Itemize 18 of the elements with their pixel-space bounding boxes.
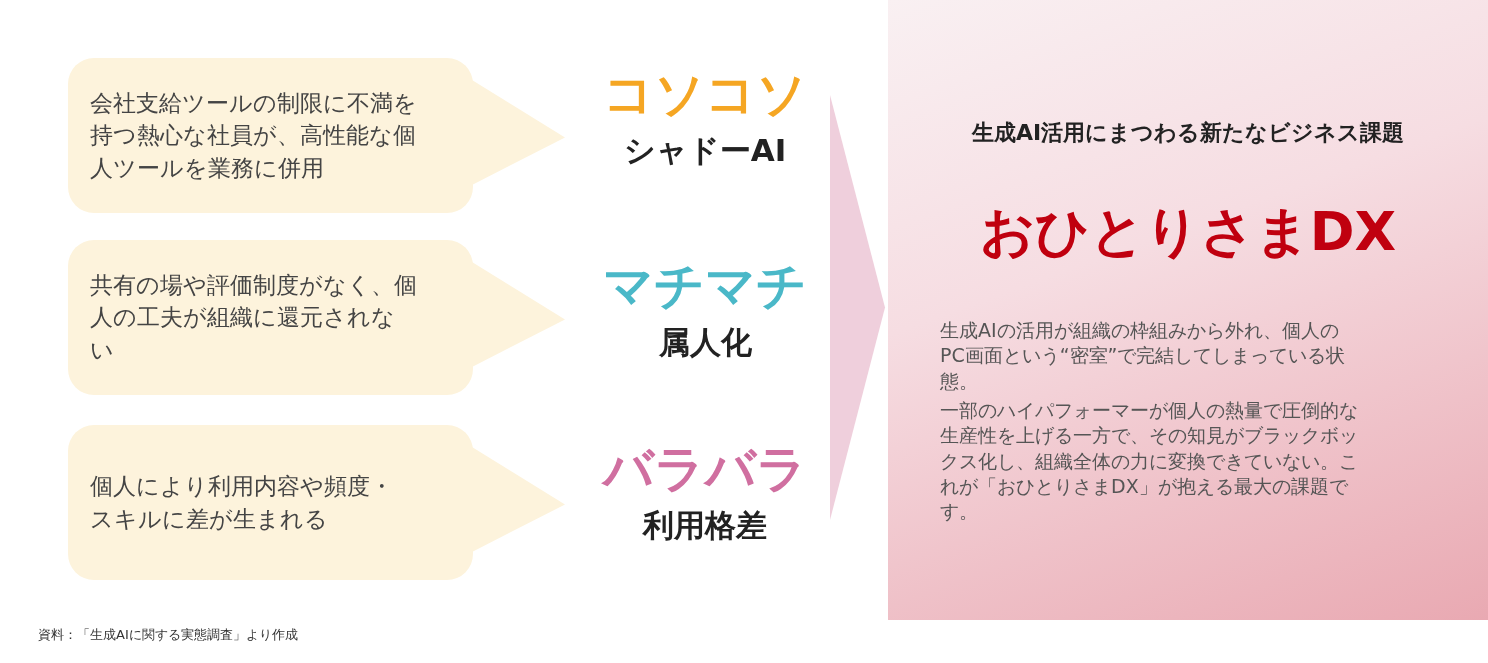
body-paragraph: 生成AIの活用が組織の枠組みから外れ、個人のPC画面という“密室”で完結してしまっている状態。 (940, 318, 1347, 394)
description-text: 会社支給ツールの制限に不満を持つ熱心な社員が、高性能な個人ツールを業務に併用 (90, 89, 418, 183)
main-heading: おひとりさまDX (978, 199, 1398, 265)
description-text: 共有の場や評価制度がなく、個人の工夫が組織に還元されない (90, 271, 418, 365)
keyword-subheading: 属人化 (658, 323, 752, 362)
body-paragraph: 一部のハイパフォーマーが個人の熱量で圧倒的な生産性を上げる一方で、その知見がブラックボックス化し、組織全体の力に変換できていない。これが「おひとりさまDX」が抱える最大の課題です。 (940, 398, 1359, 525)
keyword-heading: マチマチ (603, 256, 807, 316)
panel-title: 生成AI活用にまつわる新たなビジネス課題 (970, 119, 1406, 147)
keyword-subheading: 利用格差 (643, 505, 767, 545)
summary-panel (888, 0, 1488, 620)
bubble-pointer (472, 262, 565, 367)
bubble-pointer (472, 80, 565, 185)
bubble-pointer (472, 447, 565, 552)
source-note: 資料：「生成AIに関する実態調査」より作成 (38, 626, 298, 644)
keyword-heading: バラバラ (603, 438, 807, 499)
description-text: 個人により利用内容や頻度・スキルに差が生まれる (90, 472, 394, 534)
keyword-heading: コソコソ (603, 63, 807, 124)
keyword-subheading: シャドーAI (623, 130, 787, 170)
